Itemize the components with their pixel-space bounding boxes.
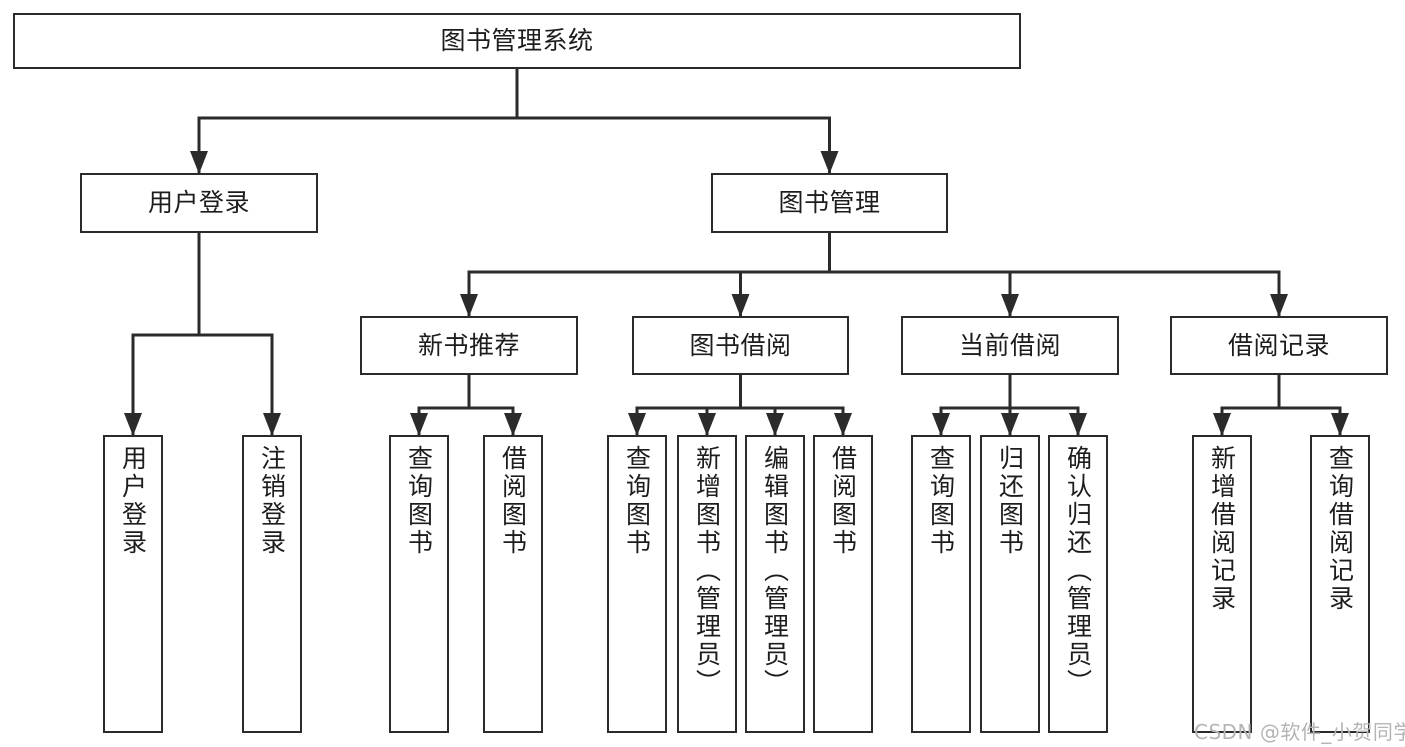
arrowhead-icon bbox=[1331, 413, 1349, 436]
leaf-query-book-1[interactable]: 查询图书 bbox=[389, 435, 449, 733]
arrowhead-icon bbox=[932, 413, 950, 436]
leaf-label-query-borrow-record: 查询借阅记录 bbox=[1325, 445, 1355, 613]
node-label-current-borrow: 当前借阅 bbox=[958, 330, 1061, 360]
arrowhead-icon bbox=[1069, 413, 1087, 436]
leaf-borrow-book-2[interactable]: 借阅图书 bbox=[813, 435, 873, 733]
node-book-manage[interactable]: 图书管理 bbox=[711, 173, 948, 233]
leaf-borrow-book-1[interactable]: 借阅图书 bbox=[483, 435, 543, 733]
leaf-label-confirm-return: 确认归还（管理员） bbox=[1063, 445, 1093, 697]
arrowhead-icon bbox=[504, 413, 522, 436]
arrowhead-icon bbox=[190, 151, 208, 174]
node-label-root: 图书管理系统 bbox=[440, 26, 594, 56]
node-label-new-book-recommend: 新书推荐 bbox=[417, 330, 520, 360]
node-label-user-login: 用户登录 bbox=[147, 188, 250, 218]
leaf-label-logout: 注销登录 bbox=[257, 445, 287, 557]
leaf-add-book[interactable]: 新增图书（管理员） bbox=[677, 435, 737, 733]
arrowhead-icon bbox=[731, 294, 750, 317]
node-borrow-record[interactable]: 借阅记录 bbox=[1170, 316, 1388, 375]
leaf-label-query-book-1: 查询图书 bbox=[404, 445, 434, 557]
leaf-query-book-2[interactable]: 查询图书 bbox=[607, 435, 667, 733]
arrowhead-icon bbox=[1001, 413, 1019, 436]
leaf-logout[interactable]: 注销登录 bbox=[242, 435, 302, 733]
leaf-edit-book[interactable]: 编辑图书（管理员） bbox=[745, 435, 805, 733]
node-root[interactable]: 图书管理系统 bbox=[13, 13, 1021, 69]
arrowhead-icon bbox=[820, 151, 839, 174]
leaf-add-borrow-record[interactable]: 新增借阅记录 bbox=[1192, 435, 1252, 733]
node-label-book-borrow: 图书借阅 bbox=[689, 330, 792, 360]
leaf-label-query-book-2: 查询图书 bbox=[622, 445, 652, 557]
leaf-query-book-3[interactable]: 查询图书 bbox=[911, 435, 971, 733]
leaf-label-borrow-book-2: 借阅图书 bbox=[828, 445, 858, 557]
watermark-text: CSDN @软件_小贺同学 bbox=[1194, 720, 1405, 744]
arrowhead-icon bbox=[410, 413, 428, 436]
arrowhead-icon bbox=[1270, 294, 1288, 317]
leaf-confirm-return[interactable]: 确认归还（管理员） bbox=[1048, 435, 1108, 733]
leaf-user-login[interactable]: 用户登录 bbox=[103, 435, 163, 733]
leaf-label-return-book: 归还图书 bbox=[995, 445, 1025, 557]
leaf-label-user-login: 用户登录 bbox=[118, 445, 148, 557]
connector-lines bbox=[124, 67, 1349, 436]
leaf-label-add-borrow-record: 新增借阅记录 bbox=[1207, 445, 1237, 613]
node-user-login[interactable]: 用户登录 bbox=[80, 173, 318, 233]
leaf-query-borrow-record[interactable]: 查询借阅记录 bbox=[1310, 435, 1370, 733]
arrowhead-icon bbox=[1213, 413, 1231, 436]
node-label-book-manage: 图书管理 bbox=[778, 188, 881, 218]
node-label-borrow-record: 借阅记录 bbox=[1227, 330, 1330, 360]
arrowhead-icon bbox=[628, 413, 646, 436]
arrowhead-icon bbox=[766, 413, 784, 436]
leaf-label-add-book: 新增图书（管理员） bbox=[692, 445, 722, 697]
node-new-book-recommend[interactable]: 新书推荐 bbox=[360, 316, 578, 375]
leaf-label-query-book-3: 查询图书 bbox=[926, 445, 956, 557]
leaf-return-book[interactable]: 归还图书 bbox=[980, 435, 1040, 733]
node-book-borrow[interactable]: 图书借阅 bbox=[632, 316, 849, 375]
arrowhead-icon bbox=[1001, 294, 1019, 317]
node-current-borrow[interactable]: 当前借阅 bbox=[901, 316, 1119, 375]
arrowhead-icon bbox=[834, 413, 852, 436]
arrowhead-icon bbox=[698, 413, 716, 436]
arrowhead-icon bbox=[124, 413, 142, 436]
arrowhead-icon bbox=[263, 413, 281, 436]
leaf-label-borrow-book-1: 借阅图书 bbox=[498, 445, 528, 557]
leaf-label-edit-book: 编辑图书（管理员） bbox=[760, 445, 790, 697]
arrowhead-icon bbox=[460, 294, 478, 317]
